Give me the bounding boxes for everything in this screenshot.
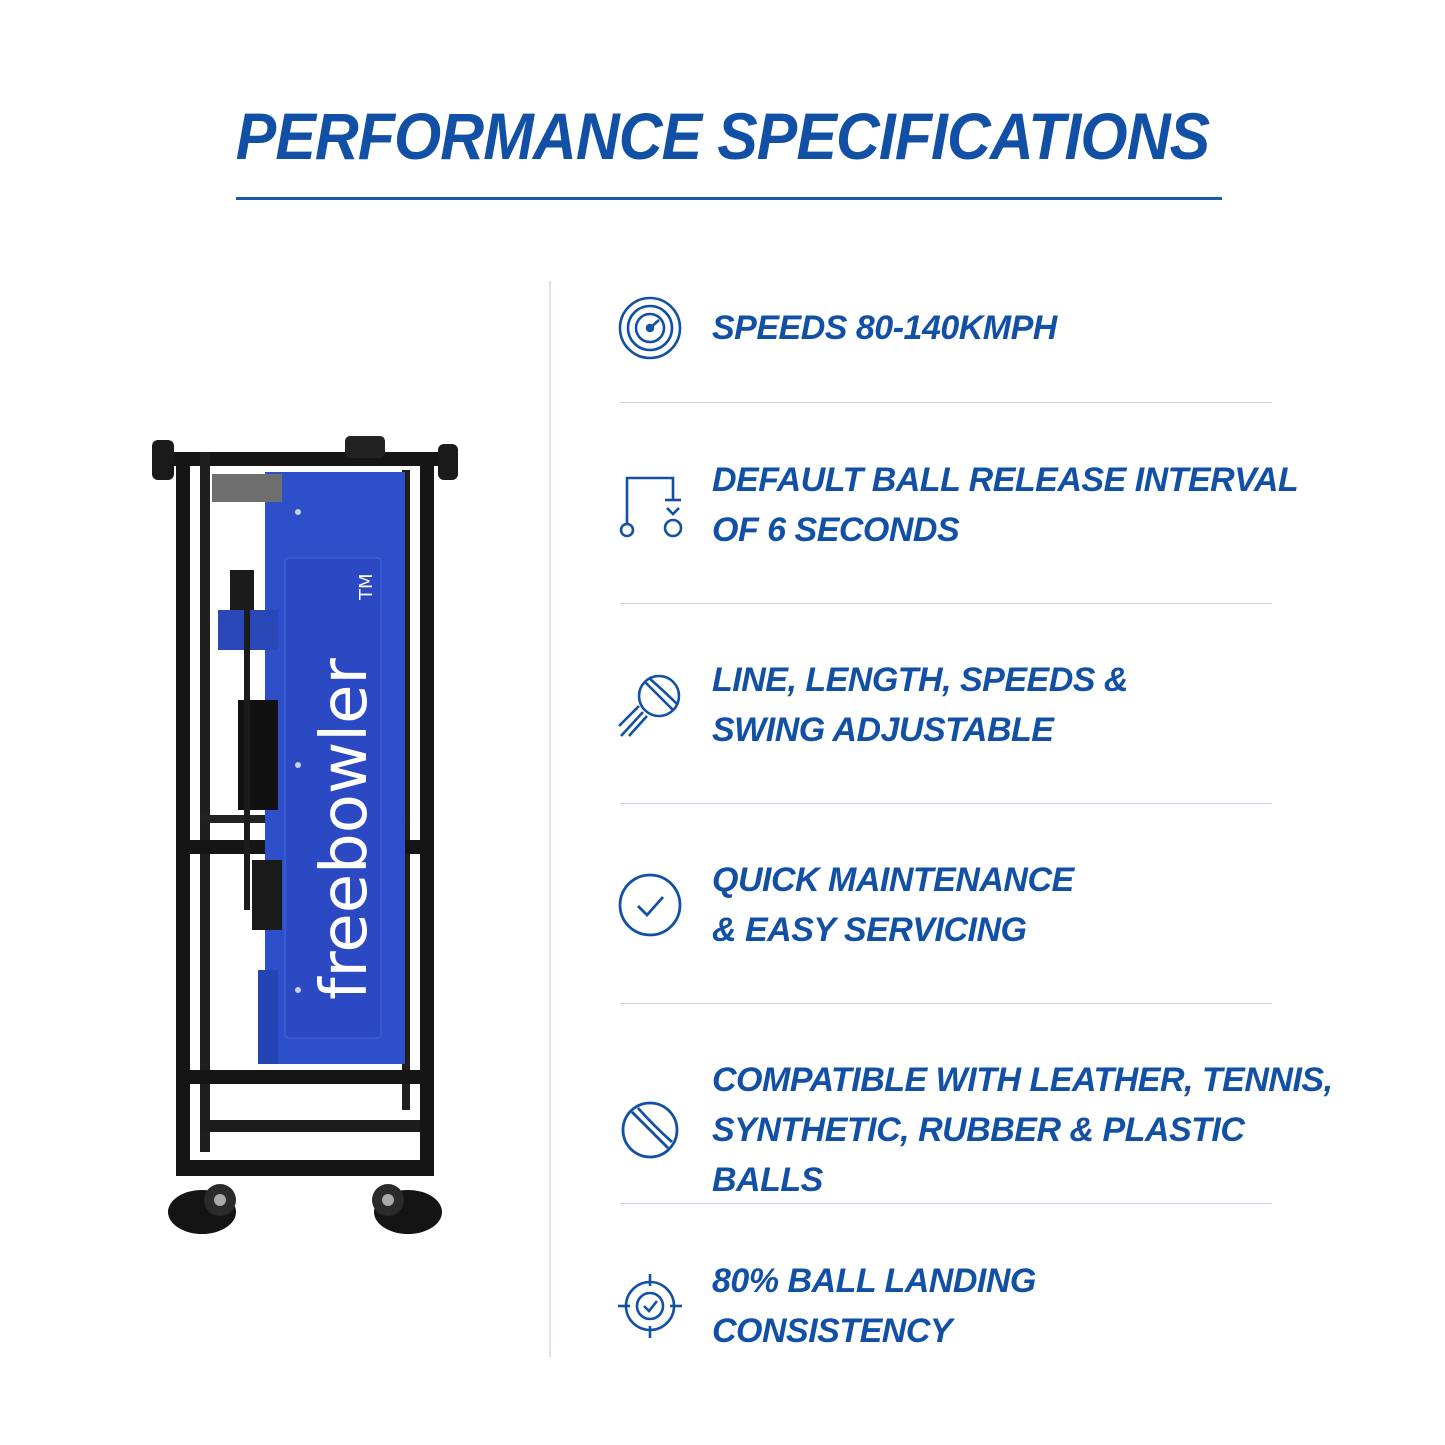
ball-release-icon	[614, 469, 686, 541]
spec-text-line: 80% BALL LANDING	[712, 1262, 1036, 1300]
spec-text-line: SWING ADJUSTABLE	[712, 711, 1054, 749]
title-underline	[236, 197, 1222, 200]
spec-text-line: OF 6 SECONDS	[712, 511, 960, 549]
speedometer-icon	[614, 292, 686, 364]
page-title: PERFORMANCE SPECIFICATIONS	[235, 99, 1210, 173]
spec-text-line: SPEEDS 80-140KMPH	[712, 309, 1057, 347]
spec-speeds: SPEEDS 80-140KMPH	[614, 292, 1354, 364]
target-icon	[614, 1270, 686, 1342]
divider	[620, 402, 1272, 403]
spec-release-interval: DEFAULT BALL RELEASE INTERVAL OF 6 SECON…	[614, 455, 1354, 555]
trademark-mark: TM	[356, 573, 377, 601]
spec-compatible-balls: COMPATIBLE WITH LEATHER, TENNIS, SYNTHET…	[614, 1055, 1354, 1205]
divider	[620, 1203, 1272, 1204]
spec-maintenance: QUICK MAINTENANCE & EASY SERVICING	[614, 855, 1354, 955]
cricket-ball-icon	[614, 1094, 686, 1166]
divider	[620, 1003, 1272, 1004]
divider	[620, 803, 1272, 804]
divider	[620, 603, 1272, 604]
spec-text-line: & EASY SERVICING	[712, 911, 1027, 949]
spec-adjustable: LINE, LENGTH, SPEEDS & SWING ADJUSTABLE	[614, 655, 1354, 755]
brand-logo-text: freebowler	[308, 658, 382, 1000]
spec-consistency: 80% BALL LANDING CONSISTENCY	[614, 1256, 1354, 1356]
vertical-divider	[549, 281, 551, 1357]
spec-text-line: QUICK MAINTENANCE	[712, 861, 1074, 899]
swing-ball-icon	[614, 669, 686, 741]
check-circle-icon	[614, 869, 686, 941]
spec-text-line: CONSISTENCY	[712, 1312, 953, 1350]
spec-text-line: LINE, LENGTH, SPEEDS &	[712, 661, 1128, 699]
spec-text-line: SYNTHETIC, RUBBER & PLASTIC BALLS	[712, 1111, 1245, 1199]
bowling-machine-image: freebowler TM	[152, 436, 458, 1234]
spec-text-line: DEFAULT BALL RELEASE INTERVAL	[712, 461, 1299, 499]
spec-text-line: COMPATIBLE WITH LEATHER, TENNIS,	[712, 1061, 1333, 1099]
